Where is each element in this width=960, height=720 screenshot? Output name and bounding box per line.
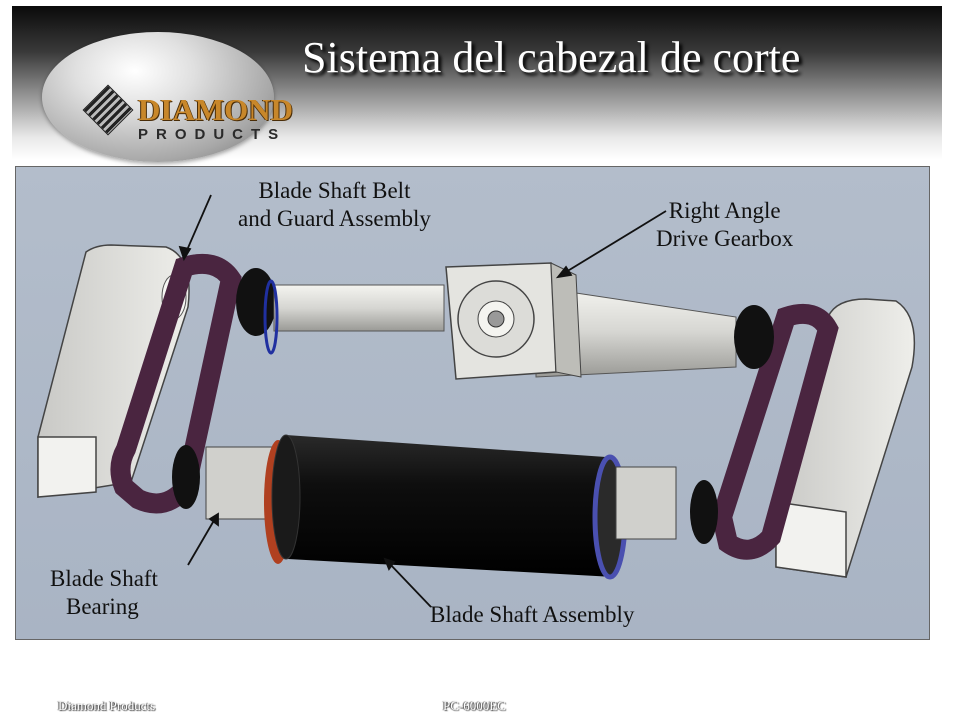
callout-arrows [178,194,667,608]
blade-shaft-assembly [172,434,718,580]
right-angle-gearbox [445,262,582,380]
slide-title: Sistema del cabezal de corte [302,33,801,82]
label-belt-guard: Blade Shaft Belt and Guard Assembly [238,179,431,231]
label-blade-shaft-assembly: Blade Shaft Assembly [430,602,635,627]
right-belt-guard [775,298,916,578]
label-belt-guard-line1: Blade Shaft Belt [258,178,411,203]
logo-brand-text: DIAMOND [138,92,293,127]
cutting-head-drawing [37,194,916,608]
left-belt [110,254,242,514]
cutting-head-diagram: Blade Shaft Belt and Guard Assembly Righ… [15,166,930,640]
label-bearing-line1: Blade Shaft [50,566,158,591]
logo-sub-text: PRODUCTS [138,126,287,143]
label-gearbox: Right Angle Drive Gearbox [656,199,793,251]
diamond-products-logo: DIAMOND PRODUCTS [42,32,293,162]
label-bearing-line2: Bearing [66,594,139,619]
footer-model: PC-6000EC [443,698,506,713]
right-belt [711,304,839,560]
label-bearing: Blade Shaft Bearing [50,567,158,619]
label-gearbox-line1: Right Angle [668,198,781,223]
label-gearbox-line2: Drive Gearbox [656,226,794,251]
diamond-icon [82,84,134,136]
footer-company: Diamond Products [58,698,156,713]
upper-drive-shaft [236,268,774,378]
slide-header: DIAMOND PRODUCTS Sistema del cabezal de … [12,6,942,162]
label-belt-guard-line2: and Guard Assembly [238,206,431,231]
